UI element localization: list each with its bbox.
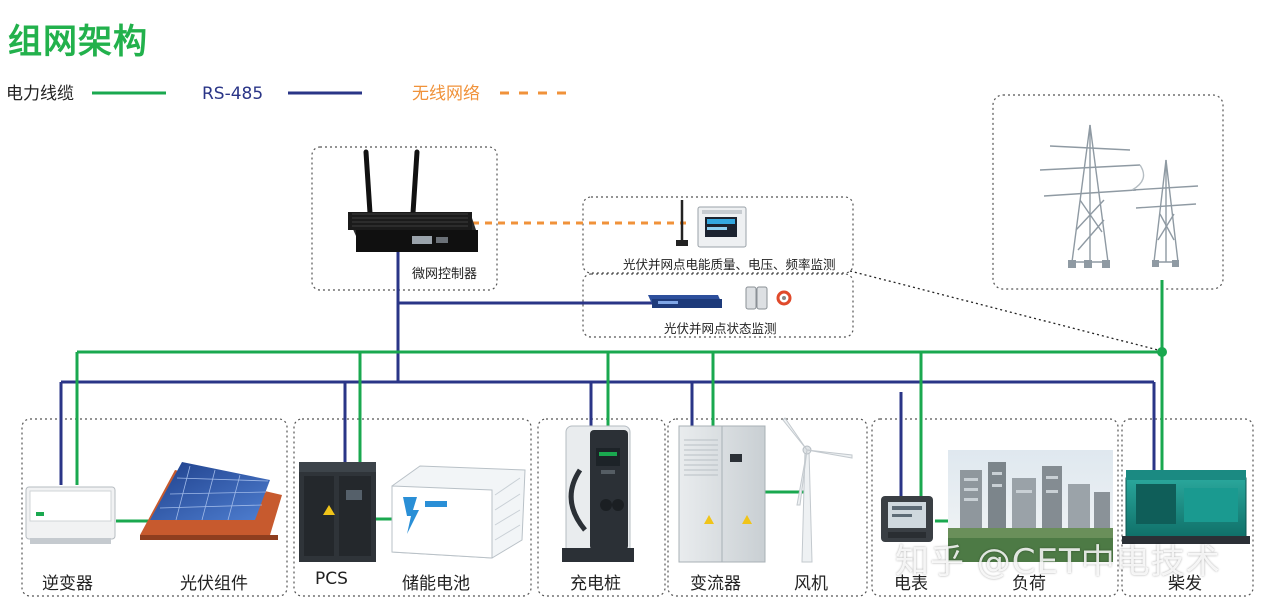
charger-device [562, 425, 634, 562]
converter-label: 变流器 [690, 574, 741, 594]
controller-label: 微网控制器 [412, 267, 478, 282]
charger-label: 充电桩 [570, 574, 621, 594]
grid-box [992, 94, 1224, 290]
page-title: 组网架构 [8, 22, 148, 62]
battery-label: 储能电池 [402, 574, 470, 594]
genset-device [1122, 470, 1250, 544]
pq-monitor-box [582, 196, 854, 274]
controller-box [311, 146, 498, 291]
wind-turbine-image [782, 417, 853, 563]
load-label: 负荷 [1012, 574, 1046, 594]
pv-module-image [140, 462, 282, 540]
controller-device [348, 149, 478, 252]
genset-label: 柴发 [1168, 574, 1202, 594]
charger-group-box [537, 418, 666, 597]
legend-power-label: 电力线缆 [6, 84, 74, 104]
pcs-label: PCS [315, 569, 348, 589]
pv-module-label: 光伏组件 [180, 574, 248, 594]
dotted-link [849, 270, 1159, 351]
load-city-image [948, 450, 1113, 562]
legend-wireless-label: 无线网络 [412, 84, 480, 104]
meter-device [881, 496, 933, 542]
load-group-box [871, 418, 1119, 597]
inverter-device [25, 486, 116, 544]
wind-label: 风机 [794, 574, 828, 594]
pv-group-box [21, 418, 288, 597]
inverter-label: 逆变器 [42, 574, 93, 594]
legend-rs485-label: RS-485 [202, 84, 264, 104]
state-monitor-device [648, 286, 792, 310]
battery-device [391, 465, 526, 559]
state-monitor-label: 光伏并网点状态监测 [664, 321, 777, 336]
converter-device [678, 425, 766, 563]
wind-group-box [667, 418, 868, 597]
pq-monitor-label: 光伏并网点电能质量、电压、频率监测 [623, 257, 836, 272]
meter-label: 电表 [894, 574, 928, 594]
state-monitor-box [582, 273, 854, 338]
watermark: 知乎 @CET中电技术 [895, 542, 1221, 582]
pcs-device [299, 462, 376, 562]
pq-monitor-device [676, 200, 747, 248]
transmission-towers [1039, 124, 1199, 263]
power-junction-dot [1157, 347, 1167, 357]
storage-group-box [293, 418, 532, 597]
